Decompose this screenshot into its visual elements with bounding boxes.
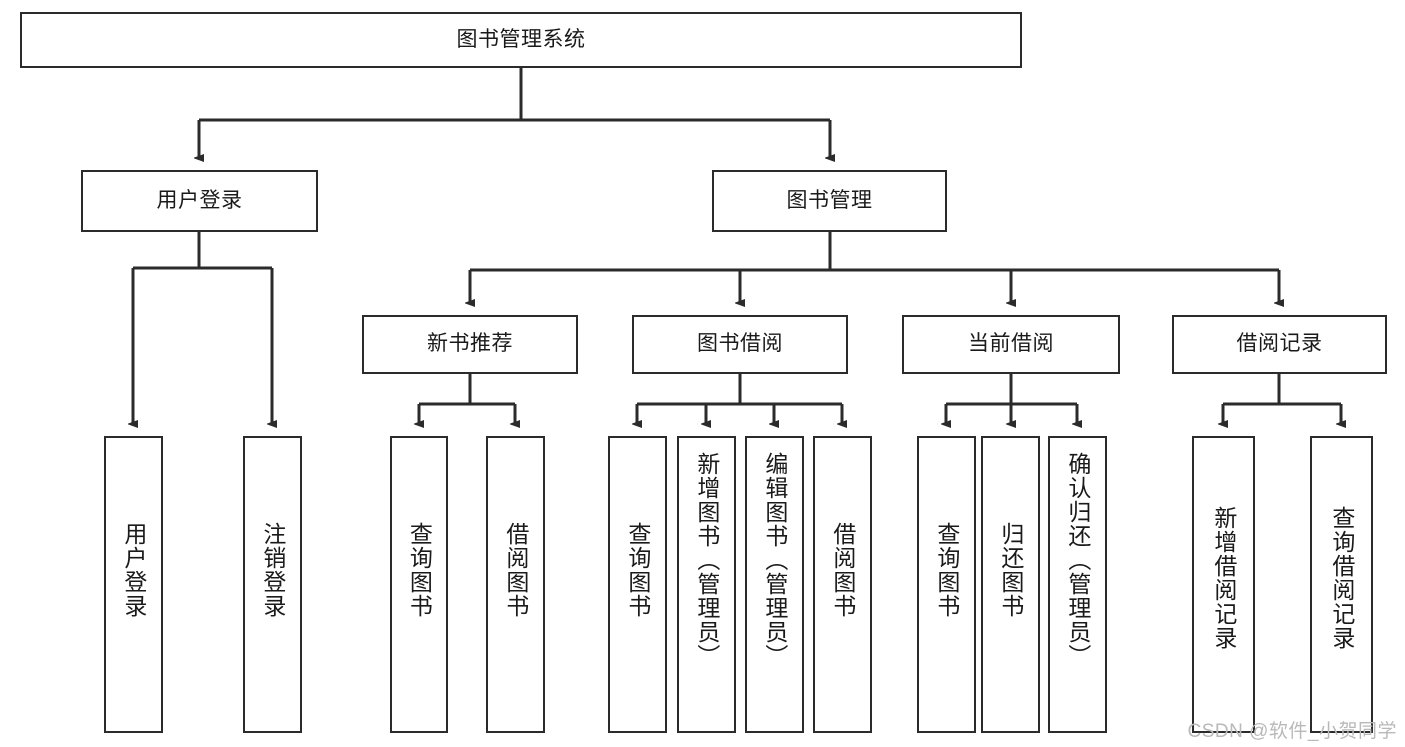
- leaf-query-book-borrow-label: 查询图书: [624, 522, 651, 618]
- node-root-label: 图书管理系统: [456, 27, 586, 51]
- connector-group-borrow: [637, 374, 842, 424]
- leaf-query-borrow-record[interactable]: 查询借阅记录: [1310, 436, 1373, 733]
- leaf-borrow-book-recommend-label: 借阅图书: [502, 522, 529, 618]
- leaf-query-book-recommend[interactable]: 查询图书: [390, 436, 448, 733]
- leaf-borrow-book-recommend[interactable]: 借阅图书: [486, 436, 545, 733]
- node-current-borrow[interactable]: 当前借阅: [902, 315, 1120, 374]
- leaf-edit-book-admin-label: 编辑图书（管理员）: [761, 452, 788, 668]
- node-current-borrow-label: 当前借阅: [968, 332, 1054, 356]
- leaf-query-borrow-record-label: 查询借阅记录: [1328, 506, 1355, 650]
- leaf-borrow-book[interactable]: 借阅图书: [813, 436, 872, 733]
- node-book-management-label: 图书管理: [786, 188, 873, 212]
- leaf-confirm-return-admin[interactable]: 确认归还（管理员）: [1048, 436, 1107, 733]
- leaf-borrow-book-label: 借阅图书: [829, 522, 856, 618]
- node-root[interactable]: 图书管理系统: [20, 12, 1022, 68]
- connector-group-root: [199, 68, 830, 158]
- leaf-user-login-label: 用户登录: [120, 522, 147, 618]
- leaf-query-book-borrow[interactable]: 查询图书: [608, 436, 667, 733]
- leaf-add-book-admin-label: 新增图书（管理员）: [693, 452, 720, 668]
- node-book-borrow[interactable]: 图书借阅: [632, 315, 848, 374]
- leaf-confirm-return-admin-label: 确认归还（管理员）: [1064, 452, 1091, 668]
- node-book-borrow-label: 图书借阅: [697, 332, 783, 356]
- leaf-add-borrow-record-label: 新增借阅记录: [1210, 506, 1237, 650]
- connector-group-book-manage: [470, 232, 1279, 303]
- leaf-user-login[interactable]: 用户登录: [104, 436, 163, 733]
- node-book-management[interactable]: 图书管理: [712, 170, 947, 232]
- connector-group-user-login: [133, 232, 272, 424]
- connector-group-new-book: [419, 374, 515, 424]
- leaf-logout-login[interactable]: 注销登录: [243, 436, 302, 733]
- leaf-return-book-label: 归还图书: [997, 522, 1024, 618]
- node-new-book-recommend[interactable]: 新书推荐: [362, 315, 578, 374]
- leaf-query-book-current[interactable]: 查询图书: [917, 436, 976, 733]
- leaf-return-book[interactable]: 归还图书: [981, 436, 1040, 733]
- leaf-query-book-recommend-label: 查询图书: [406, 522, 433, 618]
- node-borrow-record-label: 借阅记录: [1236, 332, 1323, 356]
- node-borrow-record[interactable]: 借阅记录: [1172, 315, 1387, 374]
- node-user-login[interactable]: 用户登录: [81, 170, 318, 232]
- connector-group-borrow-record: [1223, 374, 1341, 424]
- leaf-query-book-current-label: 查询图书: [933, 522, 960, 618]
- leaf-edit-book-admin[interactable]: 编辑图书（管理员）: [745, 436, 804, 733]
- node-new-book-recommend-label: 新书推荐: [427, 332, 513, 356]
- leaf-add-book-admin[interactable]: 新增图书（管理员）: [677, 436, 736, 733]
- connector-group-current-borrow: [946, 374, 1077, 424]
- watermark: CSDN @软件_小贺同学: [1187, 721, 1397, 742]
- leaf-logout-login-label: 注销登录: [259, 522, 286, 618]
- node-user-login-label: 用户登录: [156, 188, 243, 212]
- leaf-add-borrow-record[interactable]: 新增借阅记录: [1192, 436, 1255, 733]
